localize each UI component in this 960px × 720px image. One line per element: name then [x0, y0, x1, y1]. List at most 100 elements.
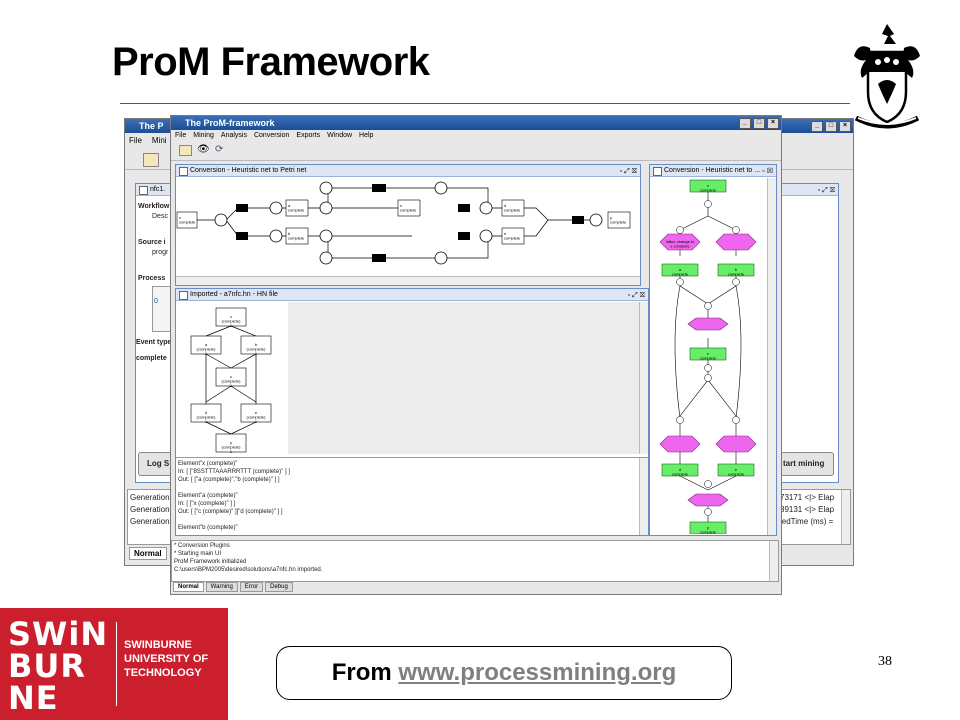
- convert-icon[interactable]: ⟳: [215, 144, 224, 155]
- hn-node-y: y(complete)1: [222, 440, 242, 454]
- hn-node-d: d(complete)1: [197, 410, 217, 424]
- tab-normal[interactable]: Normal: [129, 547, 167, 560]
- hn-file-panel: Imported - a7nfc.hn - HN file▫ ⤢ ☒ x(com…: [175, 288, 649, 536]
- message-tabs: Normal Warning Error Debug: [173, 582, 293, 592]
- hn-graph-background: [288, 302, 640, 454]
- logo-wordmark-line-3: NE: [8, 679, 59, 717]
- log-summary-button[interactable]: Log S: [138, 452, 174, 476]
- menu-conversion[interactable]: Conversion: [253, 132, 290, 139]
- front-window-title: The ProM-framework: [185, 118, 275, 128]
- open-folder-icon[interactable]: [179, 145, 192, 156]
- hn-graph-scrollbar[interactable]: [639, 302, 648, 454]
- message-line-3: C:\users\BPM2005\desired\solutions\a7nfc…: [174, 567, 323, 573]
- front-toolbar: 👁 ⟳: [171, 142, 781, 161]
- logo-name: SWINBURNE UNIVERSITY OF TECHNOLOGY: [124, 638, 208, 680]
- front-window: The ProM-framework _ □ × File Mining Ana…: [170, 115, 782, 595]
- start-mining-button[interactable]: tart mining: [780, 452, 834, 476]
- log-left-0: Generation: [130, 493, 170, 502]
- title-divider: [120, 103, 850, 104]
- label-event-type: Event type: [136, 339, 172, 346]
- menu-exports[interactable]: Exports: [296, 132, 321, 139]
- hn-node-a: a(complete)1: [197, 342, 217, 356]
- close-button[interactable]: ×: [839, 121, 851, 132]
- swinburne-logo: SWiN BUR NE SWINBURNE UNIVERSITY OF TECH…: [0, 608, 228, 720]
- heuristic-scrollbar[interactable]: [767, 178, 776, 535]
- label-complete: complete: [136, 355, 167, 362]
- tab-warning[interactable]: Warning: [205, 582, 238, 592]
- log-right-0: 73171 <|> Elap: [780, 493, 835, 502]
- hn-node-b: b(complete)1: [247, 342, 267, 356]
- minimize-button[interactable]: _: [739, 118, 751, 129]
- maximize-button[interactable]: □: [753, 118, 765, 129]
- tab-debug[interactable]: Debug: [265, 582, 293, 592]
- label-workflow: Workflow: [138, 203, 170, 210]
- minimize-button[interactable]: _: [811, 121, 823, 132]
- logo-name-line-2: UNIVERSITY OF: [124, 653, 209, 665]
- label-desc: Desc: [152, 213, 168, 220]
- back-window-title: The P: [139, 121, 164, 131]
- message-line-1: * Starting main UI: [174, 551, 222, 557]
- back-menubar: File Mini: [125, 135, 853, 147]
- log-summary-label: Log S: [147, 459, 170, 468]
- logo-divider: [116, 622, 117, 706]
- tab-error[interactable]: Error: [239, 582, 264, 592]
- log-left-1: Generation: [130, 505, 170, 514]
- source-link[interactable]: www.processmining.org: [398, 659, 677, 686]
- binoculars-icon[interactable]: 👁: [197, 144, 210, 155]
- process-index: 0: [154, 298, 158, 305]
- log-scrollbar[interactable]: [841, 490, 850, 544]
- message-area: * Conversion Plugins * Starting main UI …: [171, 540, 779, 582]
- petri-hscrollbar[interactable]: [176, 276, 640, 285]
- tab-normal[interactable]: Normal: [173, 582, 204, 592]
- hn-node-c: c(complete)1: [222, 374, 242, 388]
- label-process: Process: [138, 275, 166, 282]
- source-callout: From www.processmining.org: [276, 646, 732, 700]
- menu-mining[interactable]: Mining: [193, 132, 214, 139]
- menu-file[interactable]: File: [175, 132, 187, 139]
- menu-help[interactable]: Help: [359, 132, 374, 139]
- folder-icon[interactable]: [143, 153, 159, 167]
- slide-title: ProM Framework: [112, 40, 430, 84]
- message-line-2: ProM Framework initialized: [174, 559, 247, 565]
- log-right-1: 39131 <|> Elap: [780, 505, 835, 514]
- logo-wordmark-line-2: BUR: [8, 647, 87, 685]
- label-source: Source i: [138, 239, 166, 246]
- heuristic-panel-title: Conversion - Heuristic net to ...: [664, 167, 761, 174]
- logo-name-line-1: SWINBURNE: [124, 639, 192, 651]
- logo-name-line-3: TECHNOLOGY: [124, 667, 202, 679]
- logo-wordmark: SWiN BUR NE: [8, 618, 108, 714]
- menu-file[interactable]: File: [129, 136, 142, 145]
- menu-mining[interactable]: Mini: [151, 136, 167, 145]
- log-left-2: Generation: [130, 517, 170, 526]
- menu-analysis[interactable]: Analysis: [220, 132, 247, 139]
- front-window-titlebar[interactable]: The ProM-framework _ □ ×: [171, 116, 781, 130]
- back-panel-title: nfc1.: [150, 186, 166, 193]
- hn-text-scrollbar[interactable]: [639, 458, 648, 535]
- close-button[interactable]: ×: [767, 118, 779, 129]
- hn-panel-title: Imported - a7nfc.hn - HN file: [190, 291, 278, 298]
- menu-window[interactable]: Window: [327, 132, 353, 139]
- message-scrollbar[interactable]: [769, 541, 778, 581]
- page-number: 38: [878, 654, 892, 669]
- hn-graph[interactable]: x(complete)1 a(complete)1 b(complete)1 c…: [176, 302, 288, 454]
- petri-net-panel: Conversion - Heuristic net to Petri net▫…: [175, 164, 641, 286]
- source-text: From www.processmining.org: [277, 659, 731, 687]
- hn-file-contents: Element"x (complete)" In: [ ["8SSTTTAAAR…: [178, 461, 290, 531]
- maximize-button[interactable]: □: [825, 121, 837, 132]
- hn-text-area[interactable]: Element"x (complete)" In: [ ["8SSTTTAAAR…: [176, 457, 648, 535]
- label-progr: progr: [152, 249, 169, 256]
- front-menubar: File Mining Analysis Conversion Exports …: [171, 130, 781, 142]
